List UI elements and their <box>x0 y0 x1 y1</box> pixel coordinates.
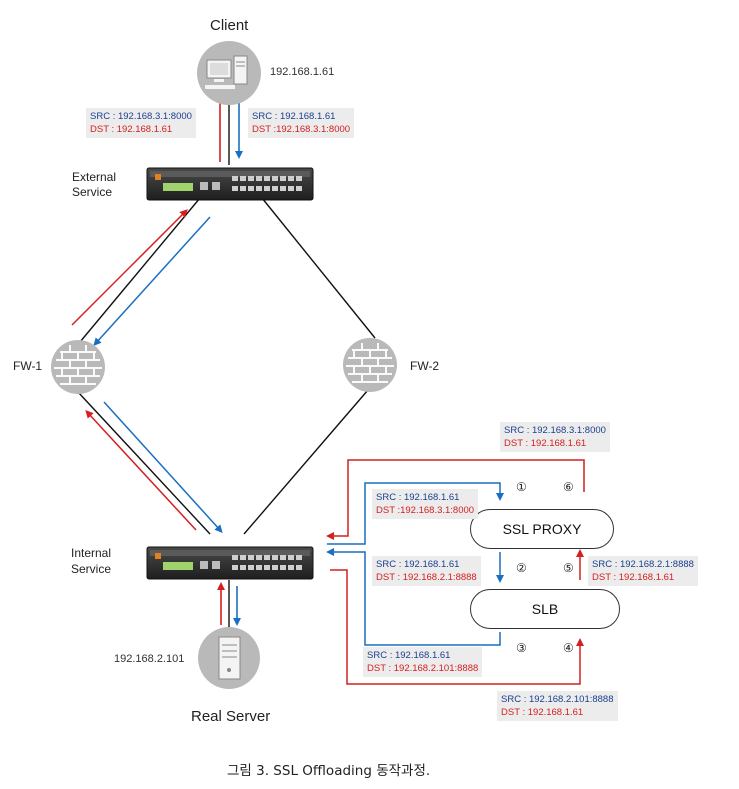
flow-fw1-to-internal-arrow <box>103 401 223 533</box>
step-number-6: ⑥ <box>563 480 574 494</box>
internal-service-appliance-icon <box>146 546 314 580</box>
flow-step3-arrow <box>326 548 501 646</box>
link-external-fw1 <box>79 197 201 343</box>
fw1-label: FW-1 <box>13 359 43 373</box>
packet-src: SRC : 192.168.1.61 <box>376 492 460 503</box>
step-number-1: ① <box>516 480 527 494</box>
link-fw1-internal <box>77 391 211 535</box>
figure-caption: 그림 3. SSL Offloading 동작과정. <box>227 763 431 779</box>
packet-src: SRC : 192.168.2.101:8888 <box>501 694 614 705</box>
real-server-icon <box>198 627 260 689</box>
packet-dst: DST : 192.168.1.61 <box>592 572 675 583</box>
packet-box-proxy-return: SRC : 192.168.3.1:8000 DST : 192.168.1.6… <box>500 422 610 452</box>
fw2-label: FW-2 <box>410 359 440 373</box>
real-server-ip: 192.168.2.101 <box>114 653 185 665</box>
client-ip: 192.168.1.61 <box>270 66 335 78</box>
flow-step4-arrow <box>330 569 584 685</box>
packet-box-client-down: SRC : 192.168.1.61 DST :192.168.3.1:8000 <box>248 108 355 138</box>
link-external-fw2 <box>261 197 376 339</box>
step-number-3: ③ <box>516 641 527 655</box>
packet-dst: DST : 192.168.1.61 <box>501 707 584 718</box>
packet-box-client-up: SRC : 192.168.3.1:8000 DST : 192.168.1.6… <box>86 108 196 138</box>
packet-dst: DST : 192.168.1.61 <box>504 438 587 449</box>
packet-dst: DST :192.168.3.1:8000 <box>252 124 351 135</box>
flow-fw1-to-external-arrow <box>71 209 188 326</box>
external-service-label-line2: Service <box>72 185 113 199</box>
flow-step6-arrow <box>326 459 585 540</box>
packet-src: SRC : 192.168.1.61 <box>376 559 460 570</box>
external-service-label-line1: External <box>72 170 117 184</box>
packet-box-step4: SRC : 192.168.2.101:8888 DST : 192.168.1… <box>497 691 618 721</box>
packet-box-step2: SRC : 192.168.1.61 DST : 192.168.2.1:888… <box>372 556 481 586</box>
link-fw2-internal <box>243 389 369 535</box>
ssl-proxy-label: SSL PROXY <box>502 521 582 537</box>
packet-box-step1: SRC : 192.168.1.61 DST :192.168.3.1:8000 <box>372 489 479 519</box>
packet-src: SRC : 192.168.1.61 <box>252 111 336 122</box>
client-label: Client <box>210 17 249 34</box>
slb-node: SLB <box>470 589 620 629</box>
flow-internal-to-fw1-arrow <box>85 410 197 531</box>
flow-step1-arrow <box>327 482 504 545</box>
packet-src: SRC : 192.168.3.1:8000 <box>90 111 192 122</box>
client-pc-icon <box>197 41 261 105</box>
packet-dst: DST : 192.168.2.1:8888 <box>376 572 477 583</box>
flow-external-to-fw1-arrow <box>93 216 211 346</box>
internal-service-label-line2: Service <box>71 562 112 576</box>
packet-src: SRC : 192.168.3.1:8000 <box>504 425 606 436</box>
fw2-firewall-icon <box>343 338 397 392</box>
step-number-2: ② <box>516 561 527 575</box>
ssl-proxy-node: SSL PROXY <box>470 509 614 549</box>
internal-service-label-line1: Internal <box>71 546 112 560</box>
packet-src: SRC : 192.168.1.61 <box>367 650 451 661</box>
slb-label: SLB <box>531 601 559 617</box>
fw1-firewall-icon <box>51 340 105 394</box>
packet-src: SRC : 192.168.2.1:8888 <box>592 559 694 570</box>
real-server-label: Real Server <box>191 708 271 725</box>
packet-dst: DST : 192.168.2.101:8888 <box>367 663 479 674</box>
packet-dst: DST :192.168.3.1:8000 <box>376 505 475 516</box>
step-number-4: ④ <box>563 641 574 655</box>
step-number-5: ⑤ <box>563 561 574 575</box>
packet-box-step3: SRC : 192.168.1.61 DST : 192.168.2.101:8… <box>363 647 483 677</box>
packet-box-step5: SRC : 192.168.2.1:8888 DST : 192.168.1.6… <box>588 556 698 586</box>
packet-dst: DST : 192.168.1.61 <box>90 124 173 135</box>
external-service-appliance-icon <box>146 167 314 201</box>
network-links <box>77 105 376 628</box>
